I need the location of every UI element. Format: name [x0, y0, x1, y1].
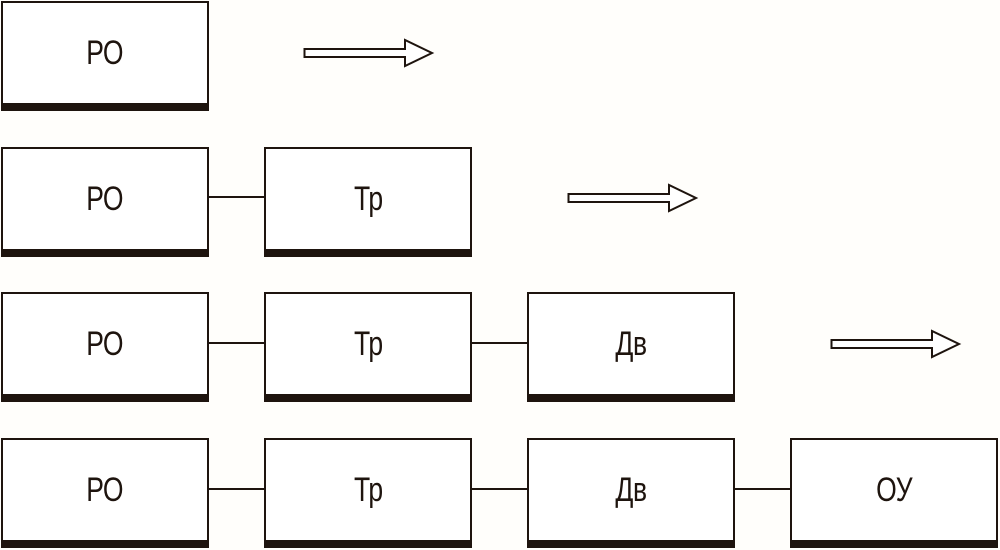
- block-label: ОУ: [875, 470, 913, 509]
- block-label: Дв: [615, 324, 647, 363]
- right-arrow-icon: [303, 38, 435, 68]
- block-label: Тр: [353, 324, 383, 363]
- block-label: Тр: [353, 470, 383, 509]
- block-label: РО: [86, 470, 124, 509]
- connector-line: [209, 488, 265, 490]
- right-arrow-icon: [567, 183, 699, 213]
- block-tr: Тр: [264, 147, 472, 257]
- connector-line: [209, 342, 265, 344]
- block-label: Дв: [615, 470, 647, 509]
- connector-line: [209, 196, 265, 198]
- right-arrow-icon: [830, 329, 962, 359]
- block-ro: РО: [1, 1, 209, 111]
- block-ro: РО: [1, 147, 209, 257]
- block-label: РО: [86, 179, 124, 218]
- block-label: РО: [86, 33, 124, 72]
- connector-line: [472, 488, 528, 490]
- block-ro: РО: [1, 438, 209, 548]
- block-label: Тр: [353, 179, 383, 218]
- block-ou: ОУ: [790, 438, 998, 548]
- block-label: РО: [86, 324, 124, 363]
- block-tr: Тр: [264, 292, 472, 402]
- connector-line: [472, 342, 528, 344]
- block-tr: Тр: [264, 438, 472, 548]
- block-ro: РО: [1, 292, 209, 402]
- block-dv: Дв: [527, 292, 735, 402]
- block-dv: Дв: [527, 438, 735, 548]
- connector-line: [735, 488, 791, 490]
